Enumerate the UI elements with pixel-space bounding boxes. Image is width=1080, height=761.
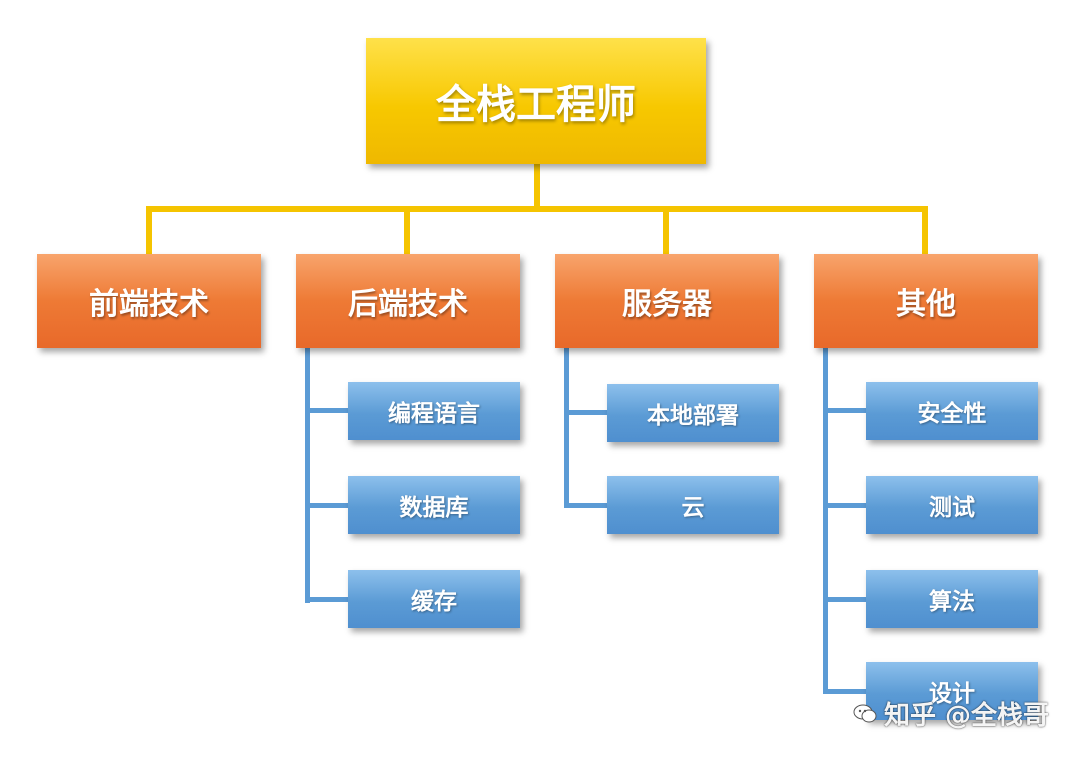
leaf-local-deploy: 本地部署 (607, 384, 779, 442)
watermark: 知乎 @全栈哥 (852, 693, 1049, 733)
root-connector-horizontal (146, 206, 928, 212)
other-connector-branch-1 (823, 408, 867, 413)
other-connector-trunk (823, 348, 828, 694)
category-connector-4 (922, 206, 928, 254)
other-connector-branch-4 (823, 689, 867, 694)
category-frontend: 前端技术 (37, 254, 261, 348)
leaf-testing: 测试 (866, 476, 1038, 534)
server-connector-branch-2 (564, 503, 608, 508)
leaf-algorithm: 算法 (866, 570, 1038, 628)
root-node: 全栈工程师 (366, 38, 706, 164)
category-connector-1 (146, 206, 152, 254)
leaf-cloud: 云 (607, 476, 779, 534)
backend-connector-branch-1 (305, 408, 349, 413)
leaf-cache: 缓存 (348, 570, 520, 628)
server-connector-branch-1 (564, 410, 608, 415)
category-other: 其他 (814, 254, 1038, 348)
zhihu-logo-icon (852, 702, 878, 724)
category-backend: 后端技术 (296, 254, 520, 348)
backend-connector-branch-2 (305, 503, 349, 508)
other-connector-branch-2 (823, 503, 867, 508)
root-connector-vertical (534, 164, 540, 209)
watermark-text: 知乎 @全栈哥 (884, 700, 1050, 731)
leaf-security: 安全性 (866, 382, 1038, 440)
category-connector-2 (404, 206, 410, 254)
backend-connector-branch-3 (305, 597, 349, 602)
category-connector-3 (663, 206, 669, 254)
leaf-database: 数据库 (348, 476, 520, 534)
leaf-programming-language: 编程语言 (348, 382, 520, 440)
other-connector-branch-3 (823, 597, 867, 602)
category-server: 服务器 (555, 254, 779, 348)
backend-connector-trunk (305, 348, 310, 603)
leaf-design: 设计 (866, 662, 1038, 720)
server-connector-trunk (564, 348, 569, 508)
